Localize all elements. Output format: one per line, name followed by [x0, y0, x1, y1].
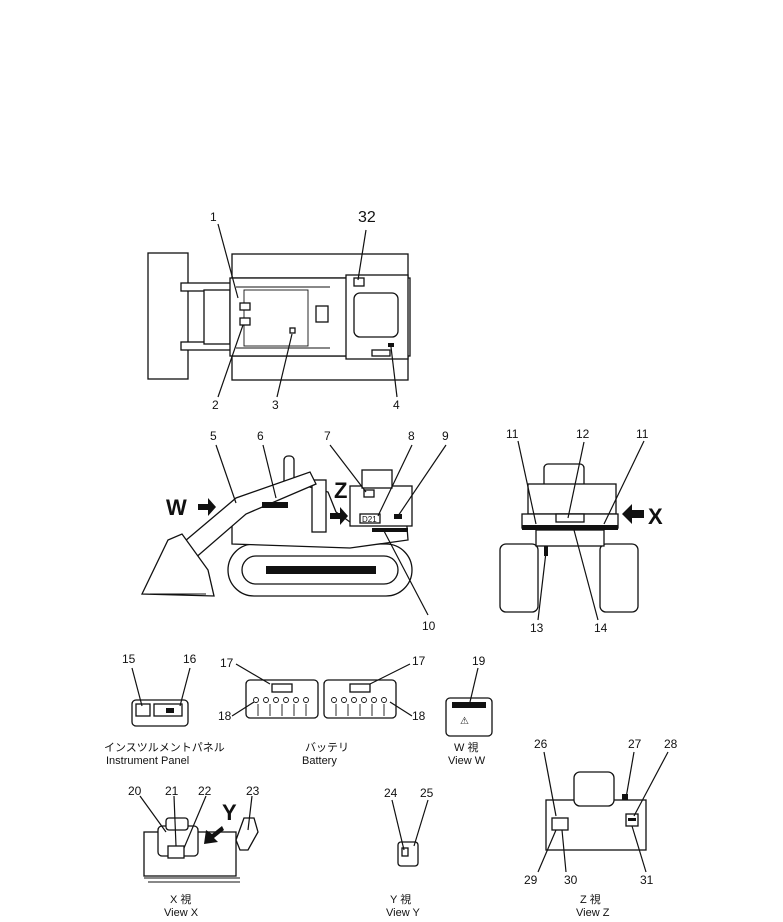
caption-instrument-panel-jp: インスツルメントパネル: [104, 741, 225, 754]
view-y-marker: Y: [222, 800, 237, 825]
battery-detail: [231, 663, 413, 719]
captions: インスツルメントパネル Instrument Panel バッテリ Batter…: [104, 740, 610, 919]
side-view: D21 W Z: [140, 444, 447, 616]
callout-24: 24: [384, 786, 398, 800]
callout-26: 26: [534, 737, 548, 751]
callout-18-right: 18: [412, 709, 426, 723]
callout-3: 3: [272, 398, 279, 412]
callout-5: 5: [210, 429, 217, 443]
callout-27: 27: [628, 737, 642, 751]
view-x-detail: Y: [139, 795, 259, 883]
callout-22: 22: [198, 784, 212, 798]
callout-16: 16: [183, 652, 197, 666]
callout-11-left: 11: [506, 427, 519, 441]
callout-18-left: 18: [218, 709, 232, 723]
callouts: 1 2 3 4 32 5 6 7 8 9 10 11 12 11 13 14 1…: [122, 209, 678, 887]
decal-d21: D21: [362, 515, 377, 524]
callout-12: 12: [576, 427, 590, 441]
view-y-detail: [391, 799, 429, 867]
caption-battery-en: Battery: [302, 755, 337, 767]
view-z-detail: [537, 751, 669, 873]
callout-23: 23: [246, 784, 260, 798]
view-z-marker: Z: [334, 478, 347, 503]
callout-6: 6: [257, 429, 264, 443]
caption-instrument-panel-en: Instrument Panel: [106, 755, 189, 767]
view-w-detail: ⚠: [445, 667, 493, 737]
callout-1: 1: [210, 210, 217, 224]
callout-29: 29: [524, 873, 538, 887]
callout-4: 4: [393, 398, 400, 412]
view-w-marker: W: [166, 495, 187, 520]
callout-20: 20: [128, 784, 142, 798]
callout-32: 32: [358, 209, 376, 226]
caption-view-x-jp: X 視: [170, 892, 191, 906]
callout-15: 15: [122, 652, 136, 666]
caption-view-z-en: View Z: [576, 907, 610, 919]
callout-9: 9: [442, 429, 449, 443]
callout-7: 7: [324, 429, 331, 443]
callout-17-right: 17: [412, 654, 426, 668]
top-view: [147, 223, 411, 398]
callout-30: 30: [564, 873, 578, 887]
callout-19: 19: [472, 654, 486, 668]
callout-17-left: 17: [220, 656, 234, 670]
callout-21: 21: [165, 784, 179, 798]
callout-31: 31: [640, 873, 654, 887]
caption-battery-jp: バッテリ: [305, 741, 349, 754]
caption-view-w-jp: W 視: [454, 740, 478, 754]
callout-28: 28: [664, 737, 678, 751]
instrument-panel-detail: [131, 667, 191, 727]
callout-10: 10: [422, 619, 436, 633]
caption-view-z-jp: Z 視: [580, 892, 601, 906]
callout-25: 25: [420, 786, 434, 800]
caption-view-x-en: View X: [164, 907, 199, 919]
svg-text:⚠: ⚠: [460, 716, 469, 727]
caption-view-y-en: View Y: [386, 907, 421, 919]
rear-view: X: [499, 440, 663, 621]
callout-11-right: 11: [636, 427, 649, 441]
callout-14: 14: [594, 621, 608, 635]
callout-13: 13: [530, 621, 544, 635]
caption-view-w-en: View W: [448, 755, 486, 767]
view-x-marker: X: [648, 504, 663, 529]
callout-2: 2: [212, 398, 219, 412]
callout-8: 8: [408, 429, 415, 443]
caption-view-y-jp: Y 視: [390, 892, 411, 906]
